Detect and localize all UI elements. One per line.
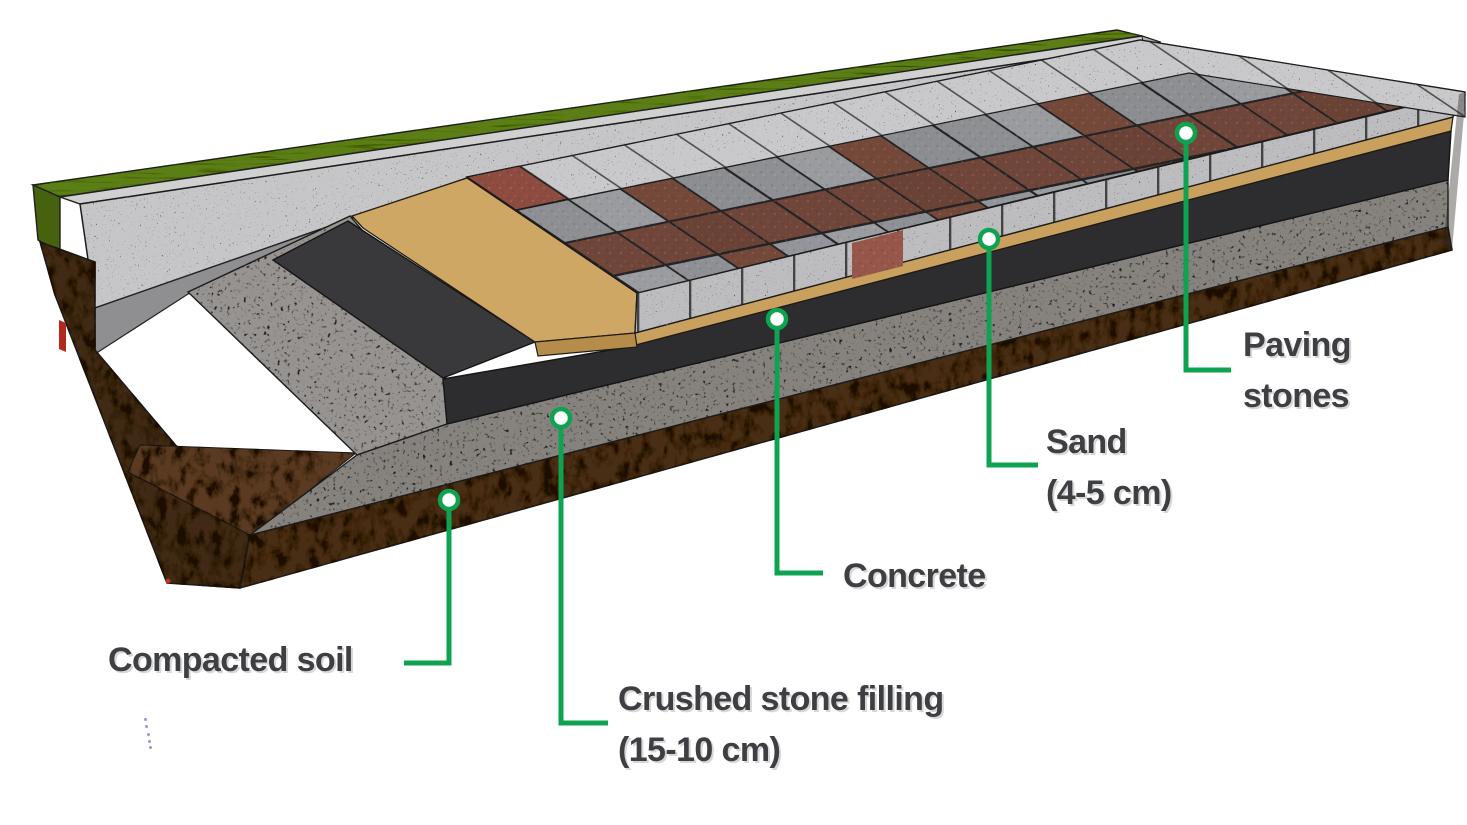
label-crushed-stone-line2: (15-10 cm) — [618, 731, 781, 769]
label-paving-stones-line1: Paving — [1243, 326, 1351, 364]
callout-sand-marker — [977, 227, 1001, 251]
layer-compacted-soil — [38, 226, 1453, 590]
grass-strip — [30, 29, 1143, 255]
callout-compacted-soil-marker — [437, 488, 461, 512]
label-sand: Sand (4-5 cm) — [1046, 417, 1172, 519]
label-crushed-stone: Crushed stone filling (15-10 cm) — [618, 674, 944, 776]
label-concrete-line1: Concrete — [843, 557, 986, 595]
label-paving-stones: Paving stones — [1243, 320, 1351, 422]
callout-paving-stones-marker — [1174, 121, 1198, 145]
red-tip-mark — [165, 578, 171, 584]
layer-concrete — [271, 130, 1452, 425]
red-stake-mark — [59, 320, 66, 352]
callout-sand-line — [986, 247, 1038, 468]
label-paving-stones-line2: stones — [1243, 377, 1350, 415]
label-compacted-soil: Compacted soil — [108, 635, 353, 686]
label-sand-line2: (4-5 cm) — [1046, 474, 1172, 512]
layer-crushed-stone — [186, 179, 1449, 536]
label-concrete: Concrete — [843, 551, 986, 602]
label-crushed-stone-line1: Crushed stone filling — [618, 680, 944, 718]
layer-paving-stones — [465, 39, 1466, 334]
callout-crushed-stone-line — [558, 426, 608, 726]
callout-crushed-stone-marker — [549, 406, 573, 430]
callout-markers — [437, 121, 1198, 512]
callout-concrete-marker — [765, 307, 789, 331]
callouts — [404, 140, 1231, 726]
callout-paving-stones-line — [1183, 140, 1231, 373]
callout-compacted-soil-line — [404, 508, 452, 666]
label-sand-line1: Sand — [1046, 423, 1127, 461]
block-end-face — [1443, 92, 1466, 250]
stray-dots-artifact — [143, 717, 153, 751]
callout-concrete-line — [774, 327, 823, 576]
label-compacted-soil-line1: Compacted soil — [108, 641, 353, 679]
